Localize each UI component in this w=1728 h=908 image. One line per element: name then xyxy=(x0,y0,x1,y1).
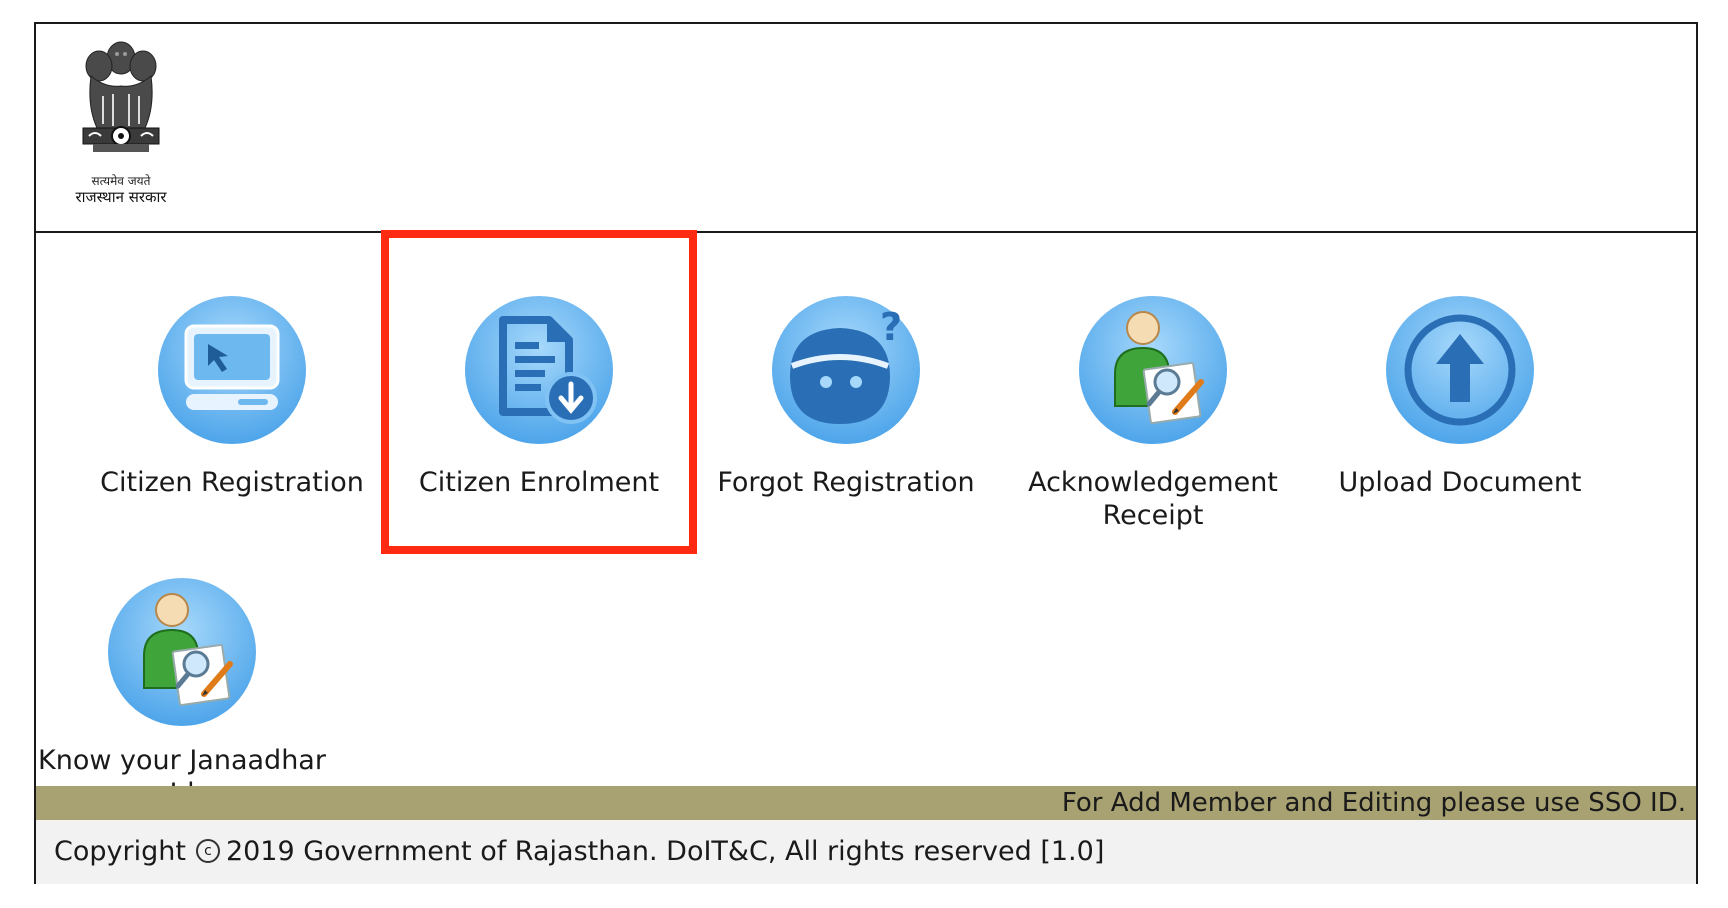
page-header: सत्यमेव जयते राजस्थान सरकार xyxy=(36,24,1696,233)
ashoka-emblem-icon xyxy=(82,41,160,152)
notice-text: For Add Member and Editing please use SS… xyxy=(1061,788,1686,818)
notice-bar: For Add Member and Editing please use SS… xyxy=(36,786,1696,820)
copyright-word: Copyright xyxy=(54,836,186,867)
tile-citizen-registration[interactable]: Citizen Registration xyxy=(82,294,382,499)
copyright-text: 2019 Government of Rajasthan. DoIT&C, Al… xyxy=(225,836,1105,867)
emblem-name: राजस्थान सरकार xyxy=(75,188,167,206)
user-document-search-icon xyxy=(108,578,256,726)
tile-label: Acknowledgement Receipt xyxy=(1028,467,1278,531)
tile-citizen-enrolment[interactable]: Citizen Enrolment xyxy=(389,294,689,499)
tile-label: Citizen Registration xyxy=(100,467,364,498)
tile-forgot-registration[interactable]: ? Forgot Registration xyxy=(696,294,996,499)
computer-icon xyxy=(158,296,306,444)
page-frame: सत्यमेव जयते राजस्थान सरकार Citizen Regi… xyxy=(34,22,1698,884)
upload-arrow-icon xyxy=(1386,296,1534,444)
copyright-icon: c xyxy=(195,838,220,863)
state-emblem: सत्यमेव जयते राजस्थान सरकार xyxy=(66,36,176,226)
tile-label: Citizen Enrolment xyxy=(418,467,660,498)
face-question-icon: ? xyxy=(772,296,920,444)
svg-text:?: ? xyxy=(880,305,902,349)
tile-upload-document[interactable]: Upload Document xyxy=(1310,294,1610,499)
tile-label: Upload Document xyxy=(1338,467,1582,498)
tile-label: Forgot Registration xyxy=(717,467,975,498)
tile-know-janaadhar-id[interactable]: Know your Janaadhar Id xyxy=(32,576,332,810)
user-document-search-icon xyxy=(1079,296,1227,444)
emblem-motto: सत्यमेव जयते xyxy=(91,174,151,188)
document-download-icon xyxy=(465,296,613,444)
tile-acknowledgement-receipt[interactable]: Acknowledgement Receipt xyxy=(1003,294,1303,532)
